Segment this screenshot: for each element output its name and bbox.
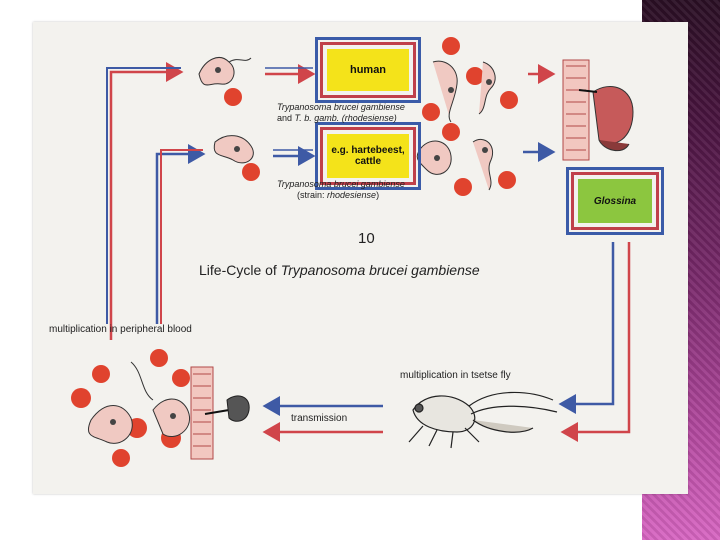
life-cycle-figure: human e.g. hartebeest, cattle Glossina T… bbox=[33, 22, 688, 494]
red-cycle-arrows bbox=[109, 62, 631, 442]
figure-title: Life-Cycle of Trypanosoma brucei gambien… bbox=[199, 262, 480, 278]
parasites-cattle-side bbox=[416, 123, 516, 196]
paired-lines bbox=[106, 67, 203, 324]
glossina-label: Glossina bbox=[578, 179, 652, 223]
human-caption-line1: Trypanosoma brucei gambiense bbox=[277, 102, 405, 112]
animal-caption-line1: Trypanosoma brucei gambiense bbox=[277, 179, 405, 189]
tsetse-caption: multiplication in tsetse fly bbox=[400, 370, 511, 381]
animal-caption-line2: (strain: rhodesiense) bbox=[297, 190, 380, 200]
human-caption: Trypanosoma brucei gambiense and T. b. g… bbox=[277, 102, 405, 124]
parasites-human-side bbox=[422, 37, 518, 123]
parasites-top-left bbox=[198, 57, 260, 181]
animal-host-label: e.g. hartebeest, cattle bbox=[327, 134, 409, 178]
peripheral-blood-caption: multiplication in peripheral blood bbox=[49, 324, 192, 335]
animal-host-box: e.g. hartebeest, cattle bbox=[315, 122, 421, 190]
blue-cycle-arrows bbox=[155, 67, 615, 416]
figure-number: 10 bbox=[358, 230, 375, 247]
tsetse-feeding-illustration bbox=[562, 59, 634, 161]
life-cycle-diagram bbox=[71, 37, 634, 467]
human-caption-line2: and T. b. gamb. (rhodesiense) bbox=[277, 113, 397, 123]
tsetse-fly-illustration bbox=[408, 391, 558, 449]
human-host-box: human bbox=[315, 37, 421, 103]
peripheral-blood-illustration bbox=[71, 349, 250, 467]
animal-caption: Trypanosoma brucei gambiense (strain: rh… bbox=[277, 179, 405, 201]
human-host-label: human bbox=[327, 49, 409, 91]
transmission-caption: transmission bbox=[291, 413, 348, 424]
glossina-vector-box: Glossina bbox=[566, 167, 664, 235]
